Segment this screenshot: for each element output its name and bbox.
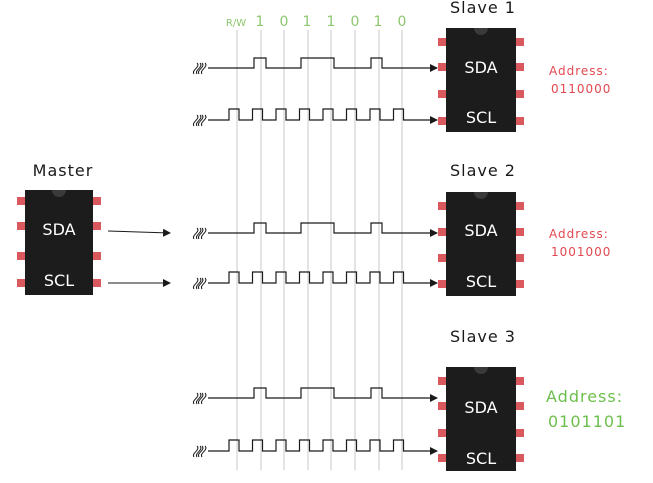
timing-grid — [236, 30, 403, 470]
slave-2-address-label: Address: — [549, 227, 609, 241]
bit-label: 1 — [303, 14, 312, 30]
slave-3-device: Slave 3 SDA SCL Address: 0101101 — [438, 327, 626, 471]
slave-1-address-label: Address: — [549, 64, 609, 78]
chip-pin — [17, 252, 27, 260]
slave-2-device: Slave 2 SDA SCL Address: 1001000 — [438, 161, 611, 296]
slave-1-sda-break-mark — [192, 62, 207, 75]
chip-pin — [438, 63, 448, 71]
chip-pin — [514, 454, 524, 462]
master-scl-label: SCL — [44, 271, 74, 290]
chip-notch — [52, 190, 66, 197]
slave-2-scl-waveform — [208, 271, 438, 287]
slave-1-sda-label: SDA — [464, 58, 497, 77]
chip-pin — [438, 90, 448, 98]
chip-body — [25, 190, 93, 295]
slave-1-scl-break-mark — [192, 114, 207, 127]
chip-pin — [438, 228, 448, 236]
chip-notch — [474, 367, 488, 374]
chip-pin — [438, 254, 448, 262]
chip-pin — [514, 402, 524, 410]
slave-1-address-value: 0110000 — [551, 82, 611, 96]
chip-pin — [438, 202, 448, 210]
chip-pin — [438, 280, 448, 288]
chip-pin — [514, 117, 524, 125]
slave-1-scl-waveform — [208, 108, 438, 124]
bit-label: 1 — [374, 14, 383, 30]
bit-label: 1 — [327, 14, 336, 30]
bit-label: 0 — [398, 14, 407, 30]
chip-body — [446, 192, 516, 296]
chip-notch — [474, 192, 488, 199]
slave-3-sda-waveform — [208, 387, 438, 402]
slave-3-scl-waveform — [208, 439, 438, 455]
chip-pin — [438, 38, 448, 46]
slave-3-chip: SDA SCL — [438, 367, 524, 471]
slave-2-chip: SDA SCL — [438, 192, 524, 296]
chip-pin — [438, 454, 448, 462]
master-sda-arrow — [107, 228, 171, 237]
slave-2-address-value: 1001000 — [551, 245, 611, 259]
slave-2-title: Slave 2 — [450, 161, 516, 180]
slave-3-sda-label: SDA — [464, 398, 497, 417]
bit-label: 1 — [256, 14, 265, 30]
slave-2-scl-break-mark — [192, 277, 207, 290]
chip-pin — [438, 377, 448, 385]
slave-2-scl-label: SCL — [466, 272, 496, 291]
chip-notch — [474, 28, 488, 35]
master-title: Master — [33, 161, 94, 180]
slave-3-sda-break-mark — [192, 392, 207, 405]
bit-label: 0 — [280, 14, 289, 30]
chip-body — [446, 28, 516, 132]
chip-pin — [91, 252, 101, 260]
slave-3-scl-break-mark — [192, 445, 207, 458]
chip-pin — [91, 197, 101, 205]
chip-pin — [91, 279, 101, 287]
chip-pin — [514, 280, 524, 288]
rw-label: R/W — [226, 18, 246, 29]
chip-pin — [514, 228, 524, 236]
bit-header: R/W 1 0 1 1 0 1 0 — [226, 14, 407, 30]
slave-3-address-label: Address: — [546, 387, 623, 406]
slave-3-title: Slave 3 — [450, 327, 516, 346]
slave-1-chip: SDA SCL — [438, 28, 524, 132]
chip-pin — [17, 197, 27, 205]
slave-1-title: Slave 1 — [450, 0, 516, 17]
chip-pin — [514, 90, 524, 98]
waveforms — [192, 57, 438, 458]
slave-2-sda-break-mark — [192, 227, 207, 240]
chip-pin — [17, 279, 27, 287]
master-device: Master SDA SCL — [17, 161, 171, 295]
chip-pin — [514, 38, 524, 46]
chip-pin — [438, 402, 448, 410]
chip-pin — [17, 222, 27, 230]
slave-2-sda-label: SDA — [464, 221, 497, 240]
chip-pin — [514, 254, 524, 262]
slave-1-device: Slave 1 SDA SCL Address: 0110000 — [438, 0, 611, 132]
chip-pin — [514, 202, 524, 210]
chip-pin — [514, 429, 524, 437]
slave-3-scl-label: SCL — [466, 449, 496, 468]
slave-1-sda-waveform — [208, 57, 438, 72]
master-chip: SDA SCL — [17, 190, 101, 295]
chip-pin — [438, 429, 448, 437]
slave-1-scl-label: SCL — [466, 108, 496, 127]
chip-pin — [438, 117, 448, 125]
chip-body — [446, 367, 516, 471]
slave-3-address-value: 0101101 — [548, 412, 626, 431]
chip-pin — [514, 377, 524, 385]
master-sda-label: SDA — [42, 220, 75, 239]
bit-label: 0 — [351, 14, 360, 30]
chip-pin — [514, 63, 524, 71]
slave-2-sda-waveform — [208, 222, 438, 237]
chip-pin — [91, 222, 101, 230]
